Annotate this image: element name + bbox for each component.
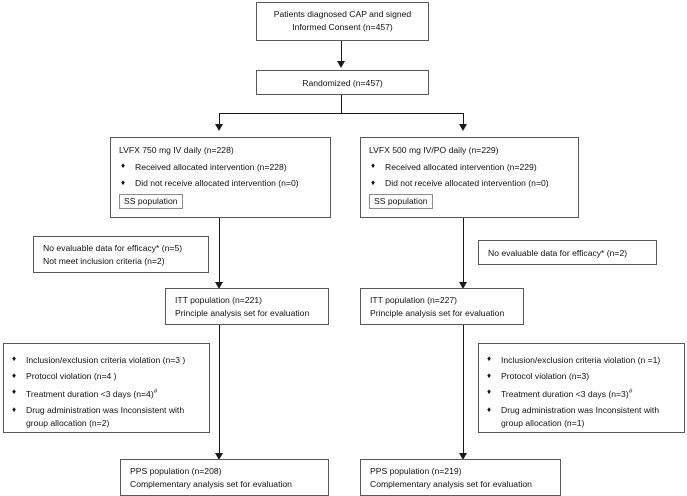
diamond-bullet-icon: ♦ xyxy=(121,161,126,171)
connector-split-left-drop xyxy=(219,113,221,125)
arm-right-bullet-1: Did not receive allocated intervention (… xyxy=(385,178,549,189)
footnote-marker: # xyxy=(153,387,158,395)
pps-left-line-1: PPS population (n=208) xyxy=(130,466,222,476)
diamond-bullet-icon: ♦ xyxy=(487,354,492,363)
connector-enrollment-to-randomized xyxy=(341,40,343,63)
node-itt-left: ITT population (n=221) Principle analysi… xyxy=(165,288,329,325)
diamond-bullet-icon: ♦ xyxy=(487,387,492,397)
list-item: ♦ Treatment duration <3 days (n=3)# xyxy=(485,387,678,401)
enrollment-line-1: Patients diagnosed CAP and signed xyxy=(273,9,412,19)
connector-arm-left-to-itt xyxy=(219,218,221,284)
exclusion-left-pps-bullet-3: Drug administration was Inconsistent wit… xyxy=(26,405,185,416)
exclusion-right-itt-line-1: No evaluable data for efficacy* (n=2) xyxy=(488,248,628,258)
diamond-bullet-icon: ♦ xyxy=(121,177,126,187)
arrowhead-to-itt-left xyxy=(215,282,223,289)
diamond-bullet-icon: ♦ xyxy=(12,354,17,363)
arm-right-bullet-list: ♦ Received allocated intervention (n=229)… xyxy=(369,161,570,191)
arrowhead-to-pps-right xyxy=(459,453,467,460)
exclusion-left-itt-line-1: No evaluable data for efficacy* (n=5) xyxy=(43,243,183,253)
arm-right-heading: LVFX 500 mg IV/PO daily (n=229) xyxy=(369,145,499,155)
node-exclusion-right-itt: No evaluable data for efficacy* (n=2) xyxy=(478,240,657,265)
randomized-line-1: Randomized (n=457) xyxy=(302,78,383,88)
connector-allocation-split-bar xyxy=(219,113,464,115)
exclusion-left-pps-bullet-3-continuation: group allocation (n=2) xyxy=(26,418,110,429)
connector-randomized-down xyxy=(341,95,343,114)
node-exclusion-left-pps: ♦ Inclusion/exclusion criteria violation … xyxy=(3,343,210,433)
exclusion-left-pps-bullet-0: Inclusion/exclusion criteria violation (… xyxy=(26,354,186,365)
exclusion-left-pps-bullet-2: Treatment duration <3 days (n=4) xyxy=(26,388,154,399)
itt-left-line-2: Principle analysis set for evaluation xyxy=(175,308,310,319)
exclusion-right-pps-bullet-1: Protocol violation (n=3) xyxy=(501,371,590,382)
list-item: ♦ Received allocated intervention (n=228) xyxy=(119,161,322,174)
list-item: ♦ Inclusion/exclusion criteria violation … xyxy=(485,354,678,367)
diamond-bullet-icon: ♦ xyxy=(12,387,17,397)
arrowhead-to-pps-left xyxy=(215,453,223,460)
exclusion-left-itt-line-2: Not meet inclusion criteria (n=2) xyxy=(43,256,165,267)
node-pps-left: PPS population (n=208) Complementary ana… xyxy=(120,459,329,496)
exclusion-left-pps-bullet-1: Protocol violation (n=4 ) xyxy=(26,371,117,382)
list-item: ♦ Did not receive allocated intervention … xyxy=(369,177,570,190)
diamond-bullet-icon: ♦ xyxy=(487,370,492,380)
exclusion-right-pps-bullet-3: Drug administration was Inconsistent wit… xyxy=(501,405,660,416)
list-item: ♦ Inclusion/exclusion criteria violation … xyxy=(10,354,203,367)
arm-left-bullet-0: Received allocated intervention (n=228) xyxy=(135,161,287,172)
list-item: ♦ Drug administration was Inconsistent wi… xyxy=(485,404,678,430)
connector-itt-left-to-pps xyxy=(219,325,221,456)
diamond-bullet-icon: ♦ xyxy=(371,161,376,171)
diamond-bullet-icon: ♦ xyxy=(371,177,376,187)
arm-left-population-tag: SS population xyxy=(119,194,183,209)
connector-itt-right-to-pps xyxy=(463,325,465,456)
arrowhead-enrollment-to-randomized xyxy=(337,61,345,68)
pps-left-line-2: Complementary analysis set for evaluatio… xyxy=(130,479,292,490)
itt-left-line-1: ITT population (n=221) xyxy=(175,295,263,305)
exclusion-right-pps-bullet-2: Treatment duration <3 days (n=3) xyxy=(501,388,629,399)
diamond-bullet-icon: ♦ xyxy=(12,404,17,414)
itt-right-line-1: ITT population (n=227) xyxy=(370,295,458,305)
list-item: ♦ Protocol violation (n=3) xyxy=(485,370,678,383)
arm-right-population-tag: SS population xyxy=(369,194,433,209)
footnote-marker: # xyxy=(628,387,633,395)
enrollment-line-2: Informed Consent (n=457) xyxy=(292,22,393,33)
arm-left-bullet-1: Did not receive allocated intervention (… xyxy=(135,178,299,189)
exclusion-right-pps-bullet-list: ♦ Inclusion/exclusion criteria violation … xyxy=(485,354,678,431)
list-item: ♦ Drug administration was Inconsistent wi… xyxy=(10,404,203,430)
arm-left-heading: LVFX 750 mg IV daily (n=228) xyxy=(119,145,234,155)
diamond-bullet-icon: ♦ xyxy=(487,404,492,414)
pps-right-line-2: Complementary analysis set for evaluatio… xyxy=(370,479,532,490)
pps-right-line-1: PPS population (n=219) xyxy=(370,466,462,476)
arm-left-bullet-list: ♦ Received allocated intervention (n=228)… xyxy=(119,161,322,191)
node-exclusion-right-pps: ♦ Inclusion/exclusion criteria violation … xyxy=(478,343,685,433)
arrowhead-to-itt-right xyxy=(459,282,467,289)
exclusion-left-pps-bullet-list: ♦ Inclusion/exclusion criteria violation … xyxy=(10,354,203,431)
list-item: ♦ Protocol violation (n=4 ) xyxy=(10,370,203,383)
connector-split-right-drop xyxy=(463,113,465,125)
list-item: ♦ Treatment duration <3 days (n=4)# xyxy=(10,387,203,401)
node-exclusion-left-itt: No evaluable data for efficacy* (n=5) No… xyxy=(33,236,209,273)
diamond-bullet-icon: ♦ xyxy=(12,370,17,380)
arm-right-bullet-0: Received allocated intervention (n=229) xyxy=(385,161,537,172)
node-itt-right: ITT population (n=227) Principle analysi… xyxy=(360,288,524,325)
connector-arm-right-to-itt xyxy=(463,218,465,284)
node-arm-right: LVFX 500 mg IV/PO daily (n=229) ♦ Receive… xyxy=(360,137,579,218)
exclusion-right-pps-bullet-0: Inclusion/exclusion criteria violation (… xyxy=(501,354,661,365)
arrowhead-to-arm-right xyxy=(459,124,467,131)
exclusion-right-pps-bullet-3-continuation: group allocation (n=1) xyxy=(501,418,585,429)
node-arm-left: LVFX 750 mg IV daily (n=228) ♦ Received a… xyxy=(110,137,331,218)
node-randomized: Randomized (n=457) xyxy=(256,70,429,95)
itt-right-line-2: Principle analysis set for evaluation xyxy=(370,308,505,319)
arrowhead-to-arm-left xyxy=(215,124,223,131)
list-item: ♦ Received allocated intervention (n=229) xyxy=(369,161,570,174)
list-item: ♦ Did not receive allocated intervention … xyxy=(119,177,322,190)
node-enrollment: Patients diagnosed CAP and signed Inform… xyxy=(256,2,429,41)
node-pps-right: PPS population (n=219) Complementary ana… xyxy=(360,459,561,496)
